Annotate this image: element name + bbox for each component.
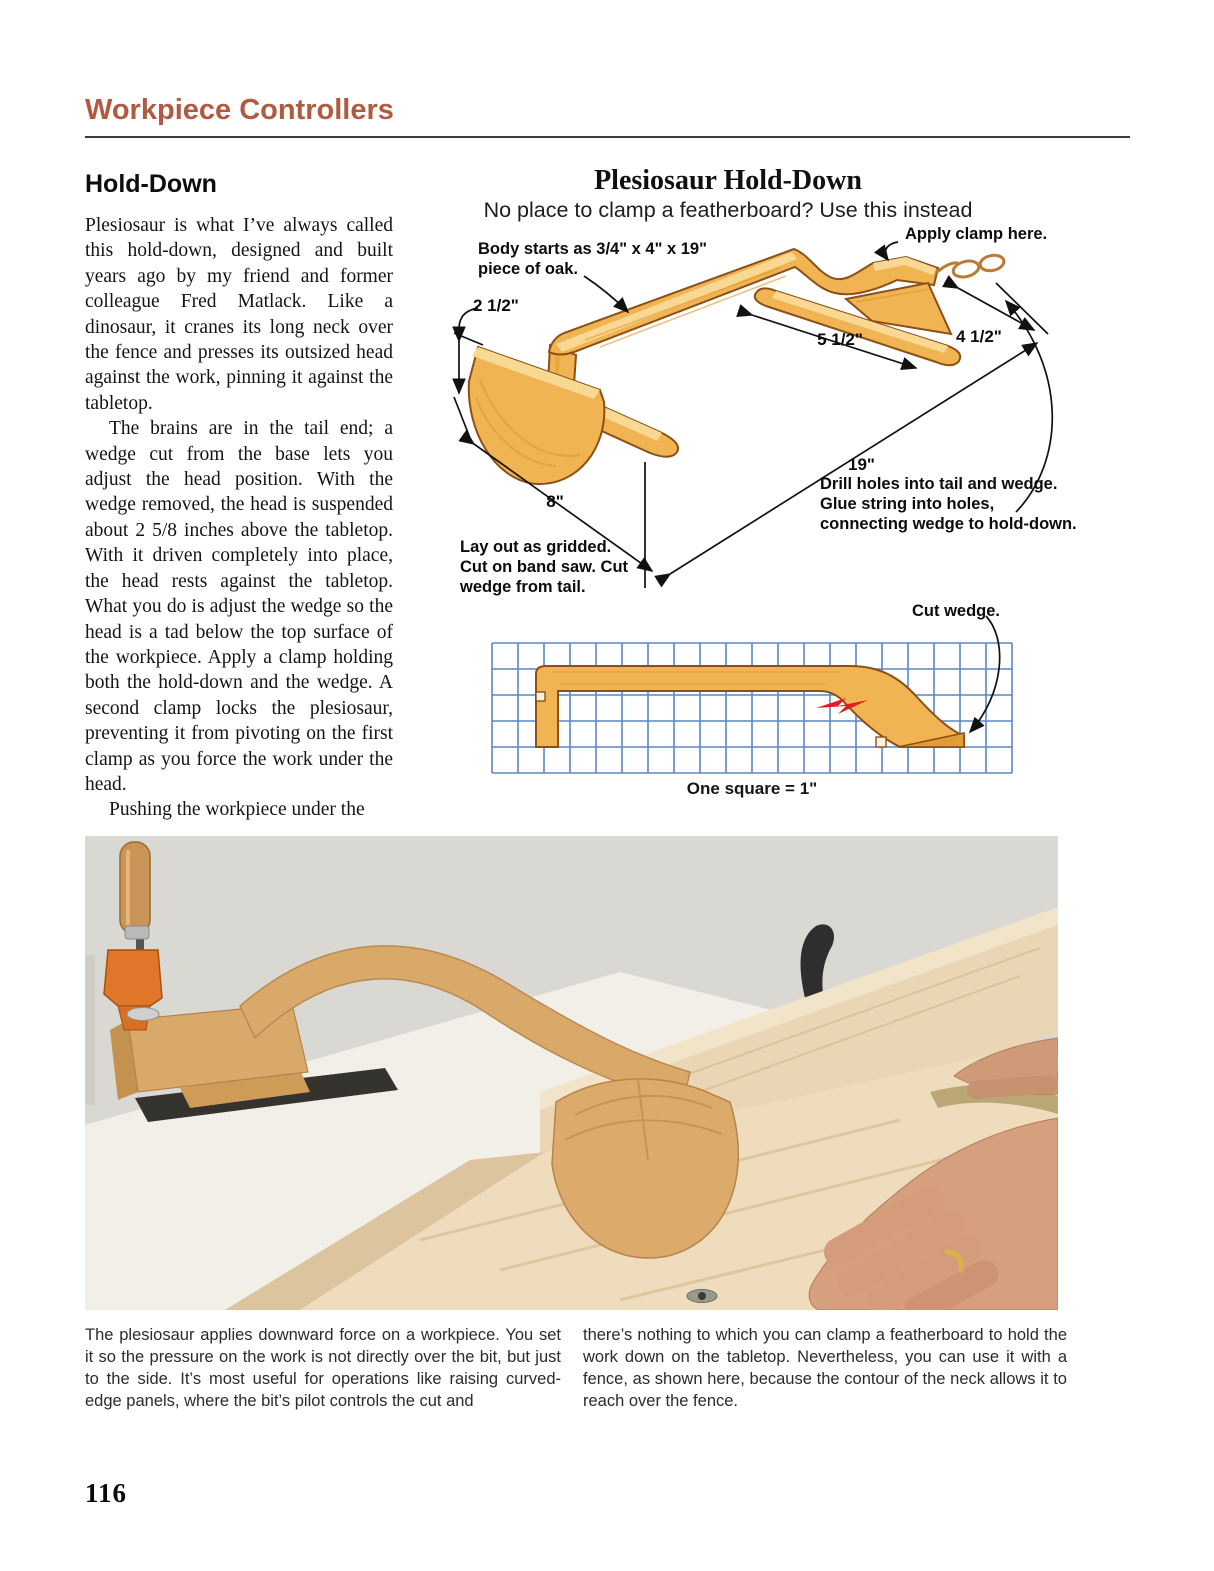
neck-and-tail (547, 247, 940, 356)
label-body-stock: Body starts as 3/4" x 4" x 19" piece of … (478, 240, 707, 279)
string-loop (935, 253, 1006, 279)
label-cut-wedge: Cut wedge. (912, 602, 1001, 620)
head-blade (467, 345, 606, 486)
photo-ring (944, 1249, 964, 1274)
photo-black-handle (800, 924, 835, 1002)
page-number: 116 (85, 1478, 128, 1508)
grid-scale-caption: One square = 1" (686, 779, 818, 798)
header-rule (85, 136, 1130, 138)
dimension-head-height: 2 1/2" (473, 296, 519, 315)
photo-clamp (103, 841, 163, 1031)
paragraph: The brains are in the tail end; a wedge … (85, 418, 393, 795)
grain-direction-mark (816, 698, 868, 714)
photo-clamp-bar (85, 955, 95, 1105)
profile-shape (535, 665, 965, 748)
dimension-wedge-length: 5 1/2" (817, 330, 863, 349)
cut-wedge-leader (968, 615, 1001, 734)
dimension-tail-length: 4 1/2" (956, 327, 1002, 346)
dimension-head-length: 8" (546, 492, 564, 511)
section-kicker: Workpiece Controllers (85, 94, 394, 126)
photo-plesiosaur (110, 945, 740, 1259)
diagram-subtitle: No place to clamp a featherboard? Use th… (483, 198, 973, 222)
isometric-holddown-drawing (452, 241, 1054, 588)
photo-hands (808, 1037, 1058, 1310)
photo-head (551, 1078, 740, 1259)
label-apply-clamp: Apply clamp here. (905, 225, 1048, 243)
article-body: Plesiosaur is what I’ve always called th… (85, 213, 393, 823)
paragraph: Plesiosaur is what I’ve always called th… (85, 215, 393, 414)
label-drill-holes: Drill holes into tail and wedge. Glue st… (820, 475, 1077, 534)
grid (491, 642, 1013, 774)
dimension-lines (452, 241, 1054, 588)
diagram-title: Plesiosaur Hold-Down (594, 165, 862, 196)
photo-caption-right: there’s nothing to which you can clamp a… (583, 1326, 1067, 1410)
photo-plesiosaur-in-use (85, 836, 1058, 1310)
photo-wedge (180, 1070, 310, 1108)
dimension-overall-length: 19" (848, 455, 875, 474)
gridded-profile-drawing (491, 615, 1013, 774)
photo-caption-left: The plesiosaur applies downward force on… (85, 1326, 561, 1410)
article-heading: Hold-Down (85, 170, 217, 198)
label-layout: Lay out as gridded. Cut on band saw. Cut… (460, 538, 629, 597)
paragraph: Pushing the workpiece under the (109, 799, 365, 821)
